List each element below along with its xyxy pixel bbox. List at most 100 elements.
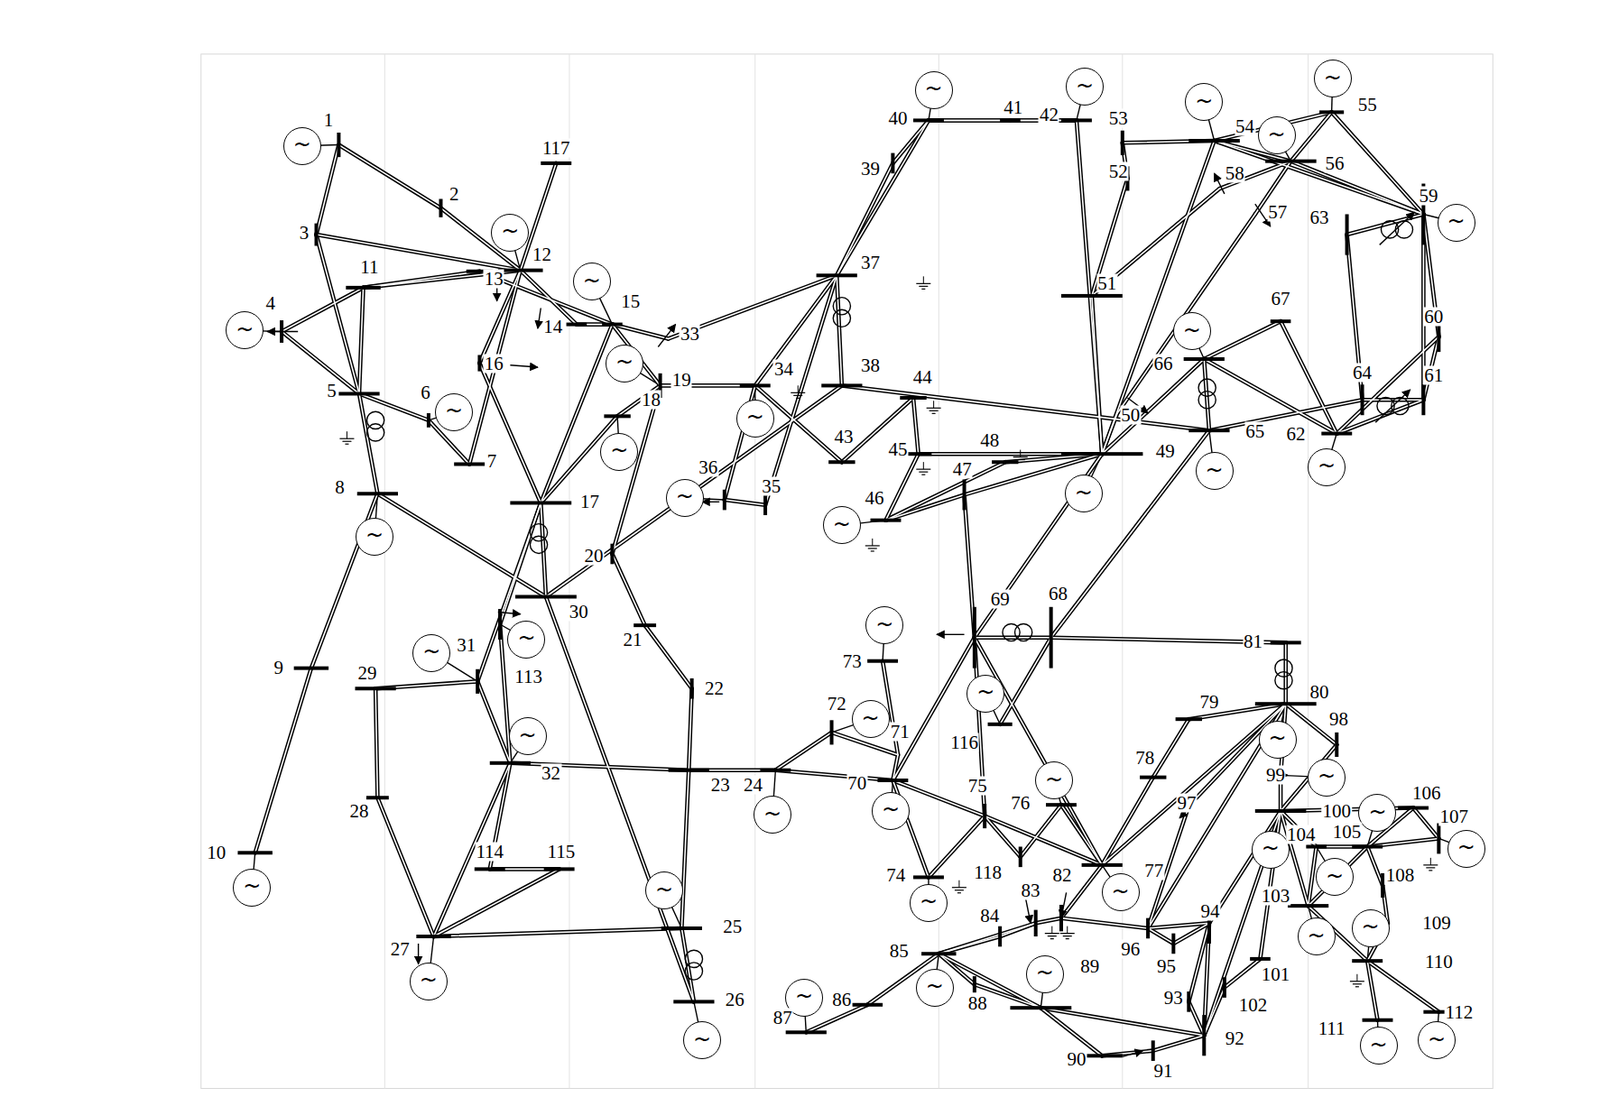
bus-bar <box>1061 118 1092 122</box>
bus-bar <box>345 286 380 290</box>
transmission-line <box>540 324 612 504</box>
bus-bar <box>357 491 398 496</box>
bus-number: 49 <box>1155 441 1176 461</box>
transmission-line <box>479 363 541 504</box>
bus-number: 35 <box>760 477 782 497</box>
generator-circle: ~ <box>1035 761 1073 800</box>
bus-bar <box>1351 845 1383 850</box>
generator-circle: ~ <box>1173 312 1212 351</box>
transmission-line-core <box>377 493 546 597</box>
bus-bar <box>867 659 898 664</box>
grid-line <box>1121 54 1123 1090</box>
transmission-line-core <box>1203 359 1337 435</box>
transmission-line <box>984 816 1021 858</box>
transmission-line <box>377 797 434 937</box>
bus-number: 14 <box>542 316 564 336</box>
bus-bar <box>1270 319 1292 324</box>
generator-symbol: ~ <box>1075 74 1094 97</box>
bus-number: 70 <box>846 774 868 794</box>
transmission-line-core <box>338 145 441 209</box>
bus-bar <box>851 1003 883 1008</box>
bus-bar <box>515 594 577 599</box>
bus-number: 13 <box>483 268 505 288</box>
bus-number: 21 <box>622 629 644 649</box>
bus-number: 5 <box>325 381 338 401</box>
transmission-line-core <box>1224 959 1261 989</box>
bus-number: 69 <box>989 589 1011 609</box>
load-arrow <box>936 634 965 636</box>
transmission-line-core <box>540 324 612 504</box>
bus-number: 108 <box>1385 866 1416 886</box>
bus-bar <box>1018 847 1023 869</box>
generator-circle: ~ <box>966 675 1005 713</box>
generator-symbol: ~ <box>655 878 674 901</box>
generator-circle: ~ <box>851 700 890 739</box>
generator-circle: ~ <box>434 393 473 432</box>
generator-symbol: ~ <box>795 985 814 1008</box>
generator-symbol: ~ <box>875 613 894 636</box>
bus-number: 77 <box>1143 860 1165 880</box>
transmission-line-core <box>765 275 837 505</box>
generator-symbol: ~ <box>763 803 782 825</box>
bus-number: 57 <box>1267 203 1288 222</box>
generator-circle: ~ <box>1195 452 1234 491</box>
transformer-winding <box>367 424 385 442</box>
transmission-line <box>359 287 364 395</box>
generator-circle: ~ <box>605 344 644 383</box>
bus-number: 90 <box>1065 1049 1087 1069</box>
bus-bar <box>1183 357 1225 361</box>
transmission-line-core <box>1331 111 1425 214</box>
bus-bar <box>477 354 481 371</box>
bus-number: 80 <box>1309 682 1331 702</box>
bus-number: 105 <box>1331 822 1363 842</box>
bus-bar <box>1045 803 1077 807</box>
generator-circle: ~ <box>909 884 948 923</box>
grid-line <box>384 54 386 1090</box>
bus-number: 79 <box>1198 692 1220 712</box>
transmission-line <box>1101 777 1154 866</box>
transmission-line-core <box>545 596 694 1002</box>
bus-number: 98 <box>1328 710 1350 730</box>
transmission-line <box>1188 1001 1204 1036</box>
generator-circle: ~ <box>1307 758 1346 797</box>
bus-bar <box>1151 1040 1156 1062</box>
transmission-line-core <box>499 502 541 625</box>
transmission-line-core <box>1308 847 1369 907</box>
lines-outer <box>255 111 1440 1056</box>
transmission-line <box>765 275 837 505</box>
transformer-winding <box>684 962 703 981</box>
bus-bar <box>991 460 1018 464</box>
generator-circle: ~ <box>600 433 639 472</box>
bus-bar <box>426 413 431 428</box>
transmission-line-core <box>775 770 893 781</box>
bus-number: 66 <box>1153 353 1175 373</box>
transmission-line <box>1224 959 1261 989</box>
bus-bar <box>982 804 987 829</box>
bus-bar <box>1321 432 1352 436</box>
ground-symbol <box>865 538 880 552</box>
transmission-line-core <box>359 393 378 494</box>
bus-number: 84 <box>979 906 1000 926</box>
generator-symbol: ~ <box>1035 961 1055 984</box>
transmission-line <box>1117 213 1256 413</box>
transmission-line <box>1367 961 1378 1021</box>
bus-bar <box>1202 1015 1206 1056</box>
generator-circle: ~ <box>823 506 861 545</box>
transmission-line <box>1308 847 1369 907</box>
bus-bar <box>1255 702 1317 706</box>
bus-number: 17 <box>579 492 601 512</box>
bus-number: 23 <box>710 775 731 795</box>
transmission-line-core <box>645 625 693 689</box>
transmission-line <box>363 271 481 288</box>
bus-bar <box>816 273 858 278</box>
transmission-line-core <box>359 287 364 395</box>
generator-circle: ~ <box>1251 831 1290 870</box>
bus-bar <box>1380 873 1385 898</box>
transmission-line-core <box>681 770 689 929</box>
generator-circle: ~ <box>1257 116 1296 155</box>
bus-bar <box>1146 918 1150 940</box>
bus-number: 62 <box>1285 424 1307 444</box>
bus-number: 46 <box>864 488 886 508</box>
transmission-line <box>520 163 557 271</box>
transmission-line-core <box>1336 399 1424 434</box>
